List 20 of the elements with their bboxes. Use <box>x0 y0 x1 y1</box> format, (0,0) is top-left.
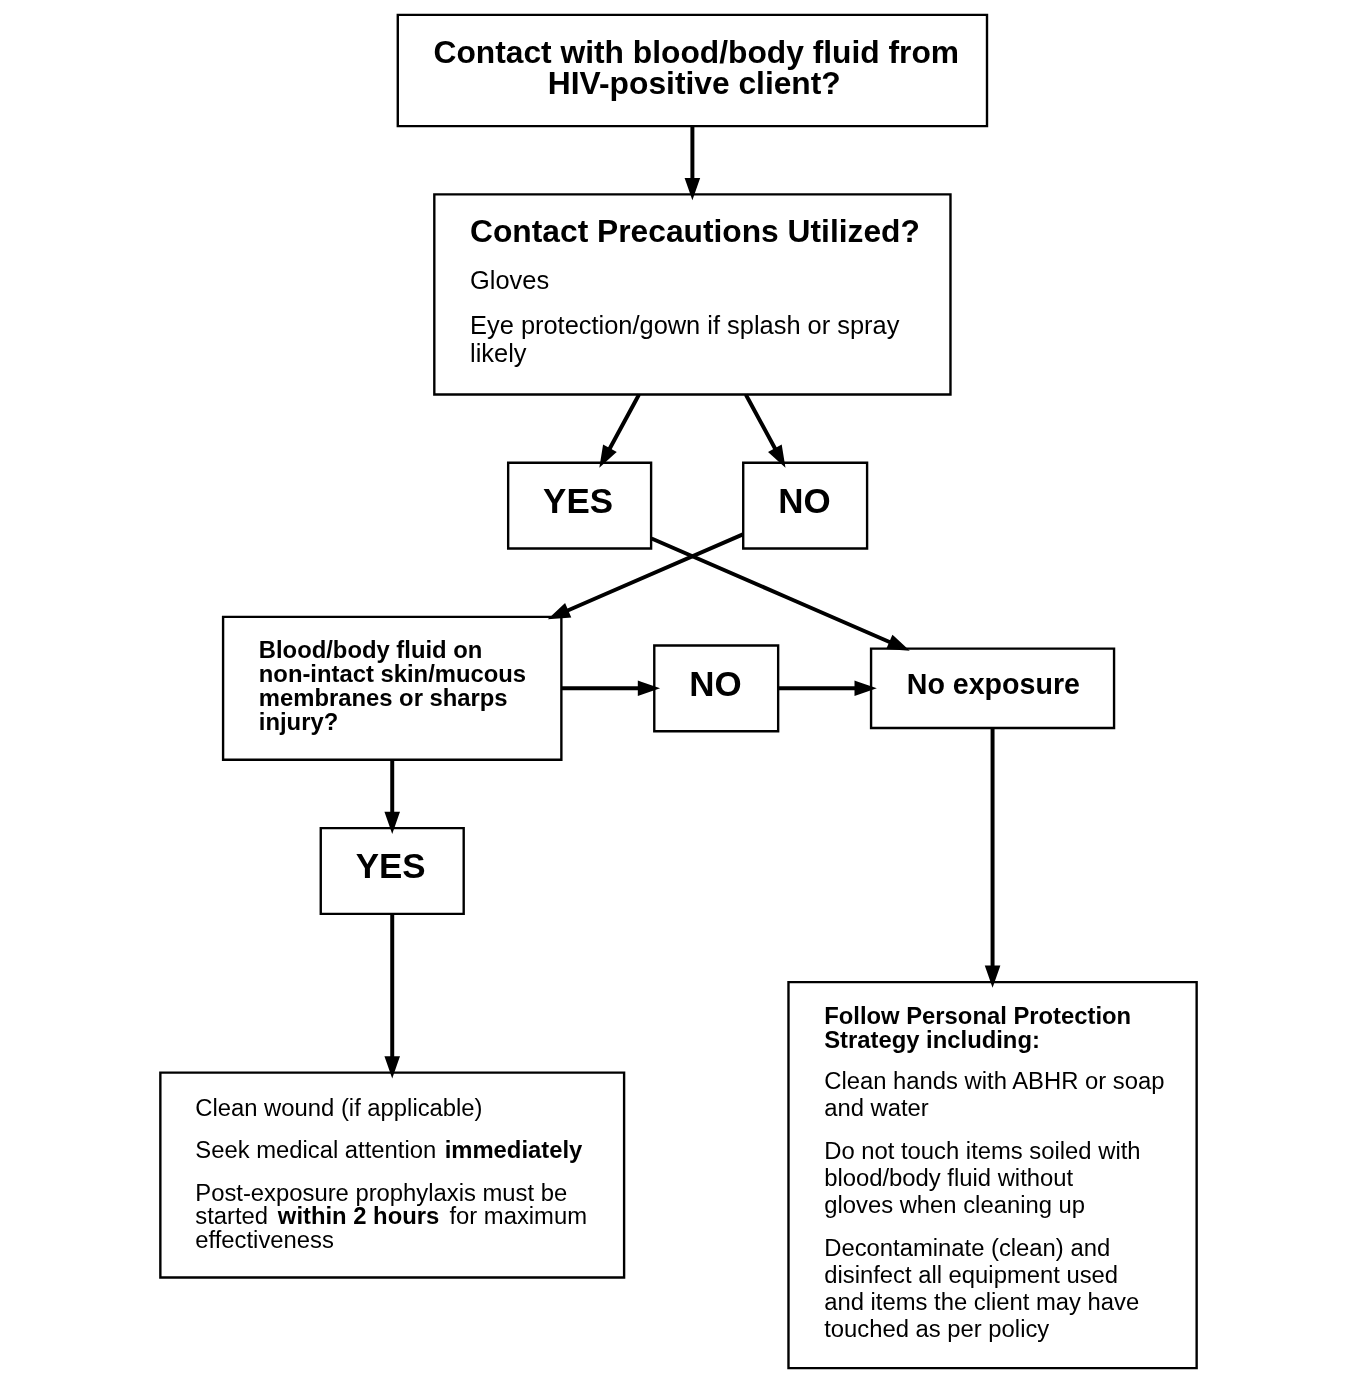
node-box: NO <box>653 644 780 733</box>
node-box: Follow Personal Protection Strategy including: Clean hands with ABHR or soap and water Do not touch items soiled with blood/body fluid without gloves when cleaning up Decontaminate (clean) and disinfect all equipment used and items the client may have touched as per policy <box>787 980 1198 1370</box>
arrow <box>684 126 701 201</box>
arrow <box>599 393 641 468</box>
arrow <box>384 759 401 834</box>
node-box: YES <box>319 826 465 916</box>
node-box: No exposure <box>869 647 1116 730</box>
arrow <box>650 536 910 651</box>
node-box: YES <box>507 461 653 550</box>
arrow <box>561 680 661 697</box>
arrow <box>984 728 1001 988</box>
node-box: Contact Precautions Utilized? Gloves Eye protection/gown if splash or spray likely <box>433 193 952 396</box>
node-box: Contact with blood/body fluid from HIV-positive client? <box>396 13 989 128</box>
arrow <box>547 532 744 620</box>
node-box: Blood/body fluid on non-intact skin/mucous membranes or sharps injury? <box>221 615 563 761</box>
node-box: Clean wound (if applicable) Seek medical attention immediately Post-exposure prophylaxis must be started within 2 hours for maximum effectiveness <box>159 1071 626 1279</box>
node-box: NO <box>742 461 869 550</box>
arrow <box>744 393 786 468</box>
arrow <box>384 914 401 1079</box>
arrow <box>778 680 877 697</box>
